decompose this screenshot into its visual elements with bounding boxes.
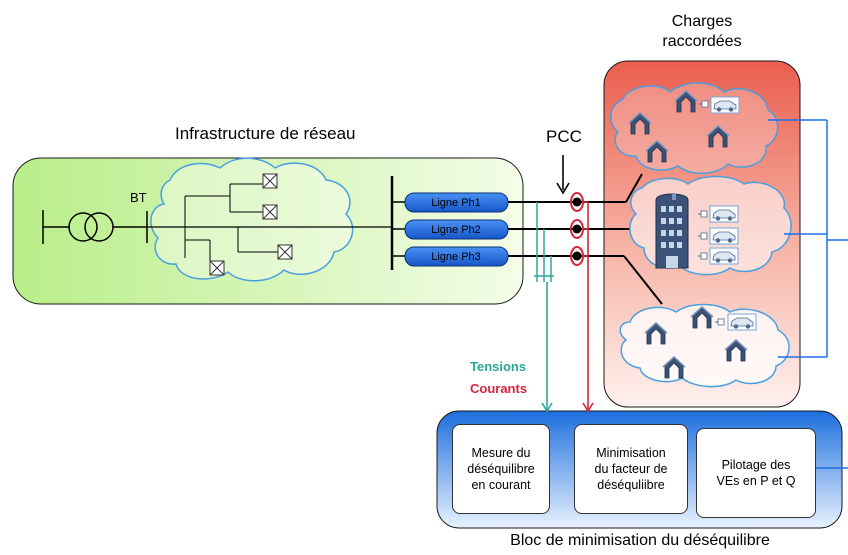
switch-icon [262,204,278,220]
building-icon [655,193,689,269]
network-tree [184,183,282,262]
switch-icon [209,260,225,276]
transformer-icon [42,210,148,244]
courants-label: Courants [470,381,528,396]
car-icon [709,247,739,265]
tensions-label: Tensions [470,359,527,374]
bt-label: BT [130,190,147,205]
charges-title: Charges raccordées [662,13,742,50]
communication-bus [768,119,848,469]
car-icon [727,313,757,331]
line-ph2-label: Ligne Ph2 [431,224,481,236]
pcc-label: PCC [546,127,582,146]
bloc-box-pilotage: Pilotage des VEs en P et Q [696,428,816,518]
switch-icon [277,244,293,260]
line-ph1-label: Ligne Ph1 [431,197,481,209]
pcc-node [572,224,582,234]
infrastructure-title: Infrastructure de réseau [175,124,356,143]
pcc-node [572,251,582,261]
bloc-box-minimisation: Minimisation du facteur de déséquliibre [574,424,688,514]
bloc-box-mesure: Mesure du déséquilibre en courant [452,424,550,514]
grid-infrastructure-panel [12,157,524,305]
tensions-taps [534,202,554,282]
car-icon [709,227,739,245]
line-ph3-label: Ligne Ph3 [431,251,481,263]
pcc-node [572,197,582,207]
car-icon [709,205,739,223]
charges-cloud-3 [619,303,790,388]
switch-icon [262,173,278,189]
car-icon [710,96,740,114]
grid-cloud [150,157,354,282]
bloc-title: Bloc de minimisation du déséquilibre [510,532,770,549]
